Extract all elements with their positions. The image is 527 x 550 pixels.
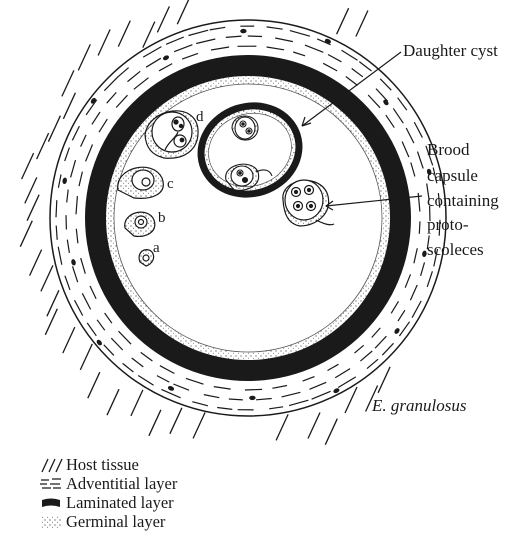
host-hatch-stroke [170,408,182,434]
host-hatch-stroke [325,419,337,445]
host-hatch-stroke [37,133,49,159]
laminated-black-icon [36,494,66,511]
host-tissue-hatch-icon [36,456,66,473]
host-hatch-stroke [22,153,34,179]
species-label: E. granulosus [371,396,467,415]
host-hatch-stroke [131,390,143,416]
host-hatch-stroke [177,0,189,24]
legend-item-host-tissue: Host tissue [36,455,296,474]
host-hatch-stroke [345,387,357,413]
legend-label: Host tissue [66,455,139,474]
host-hatch-stroke [276,414,288,440]
host-hatch-stroke [308,413,320,439]
host-hatch-stroke [63,93,75,119]
legend-label: Germinal layer [66,512,165,531]
germinal-dots-icon [36,513,66,530]
adventitial-fiber [245,389,262,390]
adventitial-fiber [56,200,57,217]
host-hatch-stroke [27,195,39,221]
host-hatch-stroke [149,410,161,436]
host-hatch-stroke [98,30,110,56]
brood-capsule-label: Brood capsule containing proto- scoleces [427,140,499,259]
adventitial-fiber [248,36,262,37]
host-hatch-stroke [62,70,74,96]
host-hatch-stroke [356,11,368,37]
svg-text:proto-: proto- [427,215,469,234]
svg-text:scoleces: scoleces [427,240,484,259]
host-hatch-stroke [45,309,57,335]
host-hatch-stroke [337,8,349,34]
legend-item-laminated: Laminated layer [36,493,296,512]
stage-b-label: b [158,210,166,226]
host-hatch-stroke [47,290,59,316]
host-hatch-stroke [118,21,130,47]
host-hatch-stroke [378,367,390,393]
svg-text:Brood: Brood [427,140,470,159]
host-hatch-stroke [107,389,119,415]
adventitial-dash-icon [36,475,66,492]
host-hatch-stroke [25,177,37,203]
stage-a-label: a [153,240,160,256]
daughter-cyst-label: Daughter cyst [403,41,498,60]
host-hatch-stroke [88,372,100,398]
stage-d-label: d [196,109,204,125]
svg-text:containing: containing [427,191,499,210]
host-hatch-stroke [30,250,42,276]
legend-label: Laminated layer [66,493,174,512]
host-hatch-stroke [41,265,53,291]
host-hatch-stroke [157,6,169,32]
adventitial-fiber [419,221,420,233]
svg-text:capsule: capsule [427,166,478,185]
host-hatch-stroke [80,344,92,370]
legend-item-adventitial: Adventitial layer [36,474,296,493]
host-hatch-stroke [193,412,205,438]
host-hatch-stroke [63,327,75,353]
host-hatch-stroke [48,116,60,142]
legend: Host tissue Adventitial layer Laminated … [36,455,296,531]
stage-c-label: c [167,176,174,192]
host-hatch-stroke [20,221,32,247]
legend-label: Adventitial layer [66,474,177,493]
host-hatch-stroke [78,44,90,70]
legend-item-germinal: Germinal layer [36,512,296,531]
